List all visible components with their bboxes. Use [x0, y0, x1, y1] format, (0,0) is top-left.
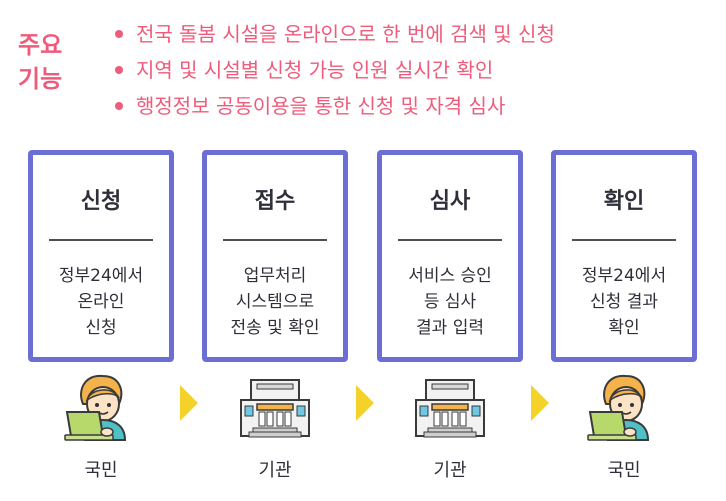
- feature-item: 전국 돌봄 시설을 온라인으로 한 번에 검색 및 신청: [112, 16, 555, 52]
- step-description: 정부24에서 신청 결과 확인: [581, 266, 667, 338]
- step-description: 서비스 승인 등 심사 결과 입력: [408, 266, 492, 338]
- feature-item: 행정정보 공동이용을 통한 신청 및 자격 심사: [112, 88, 555, 124]
- step-description: 정부24에서 온라인 신청: [58, 266, 144, 338]
- divider: [572, 239, 676, 241]
- step-title: 신청: [80, 189, 122, 214]
- features-title: 주요 기능: [18, 28, 88, 96]
- actor-agency: 기관: [377, 370, 523, 481]
- actor-label: 국민: [84, 460, 118, 481]
- flow-arrow-icon: [180, 385, 198, 421]
- citizen-laptop-icon: [64, 374, 127, 441]
- actor-citizen: 국민: [28, 370, 174, 481]
- actor-agency: 기관: [202, 370, 348, 481]
- features-title-line1: 주요: [18, 31, 63, 59]
- feature-item-text: 지역 및 시설별 신청 가능 인원 실시간 확인: [136, 58, 494, 82]
- step-title: 확인: [603, 189, 645, 214]
- feature-item-text: 행정정보 공동이용을 통한 신청 및 자격 심사: [136, 94, 506, 118]
- actor-label: 기관: [433, 460, 467, 481]
- actor-citizen: 국민: [551, 370, 697, 481]
- actor-label: 국민: [607, 460, 641, 481]
- flow-arrow-icon: [356, 385, 374, 421]
- feature-list: 전국 돌봄 시설을 온라인으로 한 번에 검색 및 신청 지역 및 시설별 신청…: [112, 16, 555, 124]
- step-card-apply: 신청 정부24에서 온라인 신청: [28, 150, 174, 362]
- agency-building-icon: [240, 379, 310, 438]
- step-title: 심사: [429, 189, 471, 214]
- step-card-review: 심사 서비스 승인 등 심사 결과 입력: [377, 150, 523, 362]
- feature-item-text: 전국 돌봄 시설을 온라인으로 한 번에 검색 및 신청: [136, 22, 555, 46]
- step-card-receive: 접수 업무처리 시스템으로 전송 및 확인: [202, 150, 348, 362]
- divider: [223, 239, 327, 241]
- features-title-line2: 기능: [18, 65, 63, 93]
- divider: [398, 239, 502, 241]
- step-description: 업무처리 시스템으로 전송 및 확인: [230, 266, 320, 338]
- bullet-dot-icon: [115, 66, 123, 74]
- divider: [49, 239, 153, 241]
- step-card-confirm: 확인 정부24에서 신청 결과 확인: [551, 150, 697, 362]
- bullet-dot-icon: [115, 102, 123, 110]
- step-title: 접수: [254, 189, 296, 214]
- flow-arrow-icon: [531, 385, 549, 421]
- agency-building-icon: [415, 379, 485, 438]
- citizen-laptop-icon: [587, 374, 650, 441]
- feature-item: 지역 및 시설별 신청 가능 인원 실시간 확인: [112, 52, 555, 88]
- bullet-dot-icon: [115, 30, 123, 38]
- actor-label: 기관: [258, 460, 292, 481]
